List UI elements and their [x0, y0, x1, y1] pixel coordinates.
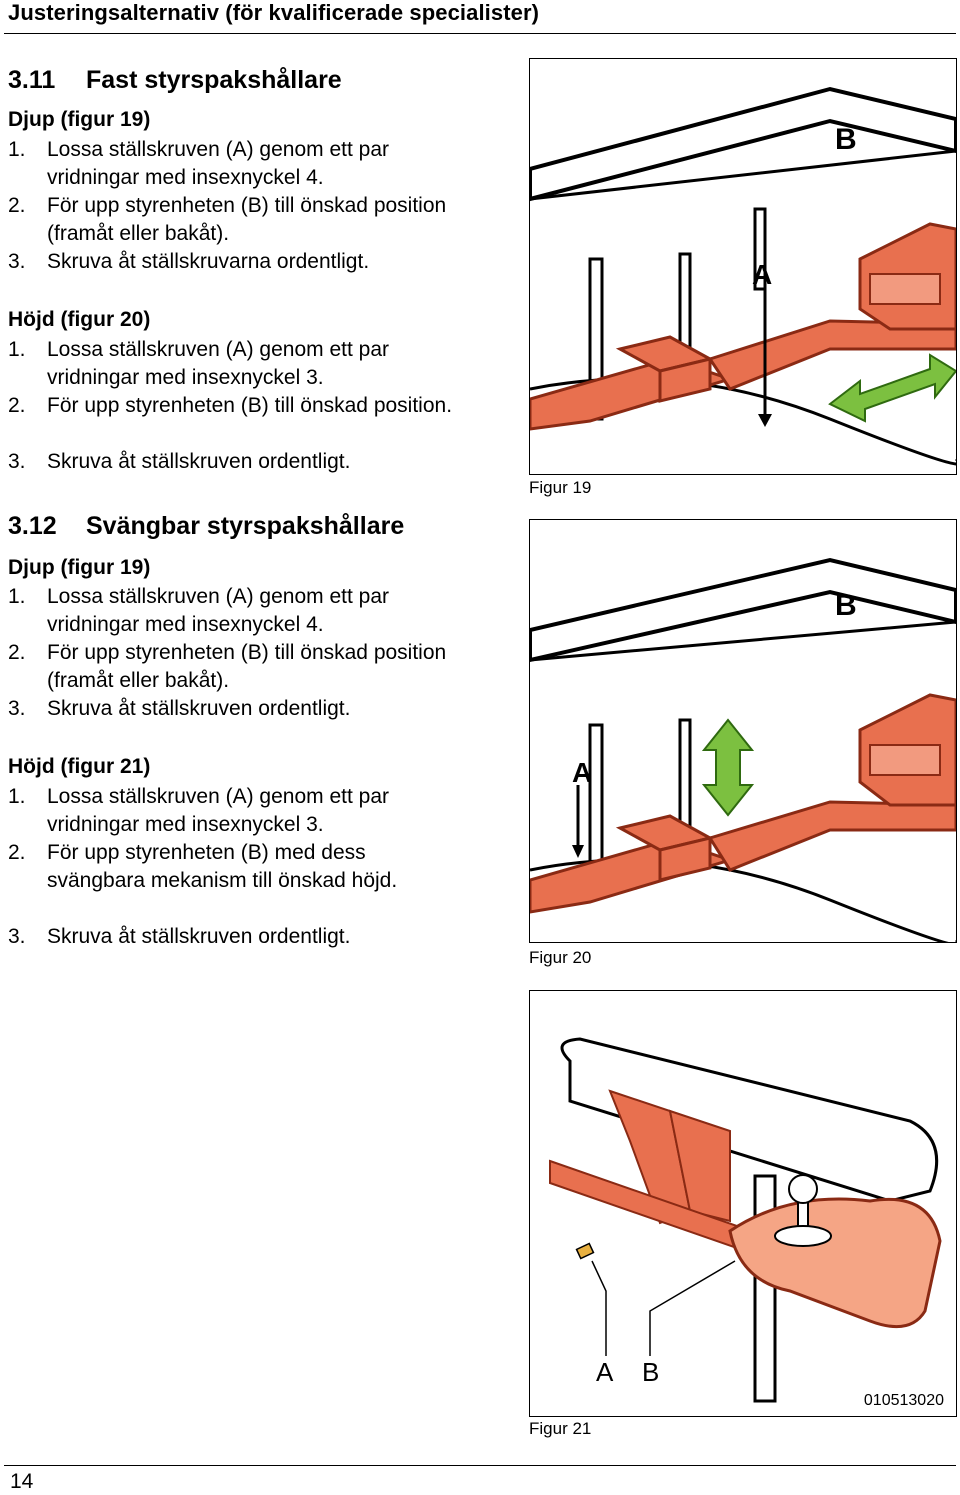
- label-b: B: [835, 123, 857, 156]
- label-a: A: [596, 1357, 614, 1387]
- figure-19-caption: Figur 19: [529, 478, 592, 497]
- page-number: 14: [10, 1470, 34, 1493]
- label-b: B: [835, 589, 857, 622]
- section-3-11-heading: 3.11 Fast styrspakshållare: [8, 66, 342, 95]
- figure-21: A B 010513020: [529, 990, 957, 1417]
- step-1: 1.Lossa ställskruven (A) genom ett par v…: [8, 138, 389, 189]
- figure-19-illustration: B A: [530, 86, 956, 466]
- section-3-12-heading: 3.12 Svängbar styrspakshållare: [8, 512, 404, 541]
- step-2: 2.För upp styrenheten (B) till önskad po…: [8, 194, 447, 245]
- header-rule: [4, 33, 956, 34]
- step-1: 1.Lossa ställskruven (A) genom ett par v…: [8, 585, 389, 636]
- label-a: A: [752, 259, 772, 290]
- subheading-depth-19: Djup (figur 19): [8, 556, 151, 579]
- figure-21-illustration: A B 010513020: [549, 1037, 944, 1409]
- figure-20-illustration: B A: [530, 557, 956, 942]
- section-title: Svängbar styrspakshållare: [86, 512, 405, 540]
- subheading-height-20: Höjd (figur 20): [8, 308, 151, 331]
- subheading-height-21: Höjd (figur 21): [8, 755, 151, 778]
- section-number: 3.11: [8, 66, 56, 94]
- step-3: 3.Skruva åt ställskruven ordentligt.: [8, 450, 351, 473]
- subheading-depth-19: Djup (figur 19): [8, 108, 151, 131]
- figure-19: B A: [529, 58, 957, 475]
- step-2: 2.För upp styrenheten (B) till önskad po…: [8, 641, 447, 692]
- section-title: Fast styrspakshållare: [86, 66, 342, 94]
- step-1: 1.Lossa ställskruven (A) genom ett par v…: [8, 785, 389, 836]
- figure-21-caption: Figur 21: [529, 1419, 592, 1438]
- step-2: 2.För upp styrenheten (B) med dess sväng…: [8, 841, 398, 892]
- figure-20-caption: Figur 20: [529, 948, 592, 967]
- step-2: 2.För upp styrenheten (B) till önskad po…: [8, 394, 453, 417]
- section-number: 3.12: [8, 512, 57, 540]
- footer-rule: [4, 1465, 956, 1466]
- step-3: 3.Skruva åt ställskruven ordentligt.: [8, 925, 351, 948]
- step-1: 1.Lossa ställskruven (A) genom ett par v…: [8, 338, 389, 389]
- step-3: 3.Skruva åt ställskruven ordentligt.: [8, 697, 351, 720]
- step-3: 3.Skruva åt ställskruvarna ordentligt.: [8, 250, 370, 273]
- label-b: B: [642, 1357, 659, 1387]
- label-a: A: [572, 757, 592, 788]
- running-header: Justeringsalternativ (för kvalificerade …: [8, 0, 540, 25]
- figure-code: 010513020: [864, 1392, 944, 1409]
- figure-20: B A: [529, 519, 957, 943]
